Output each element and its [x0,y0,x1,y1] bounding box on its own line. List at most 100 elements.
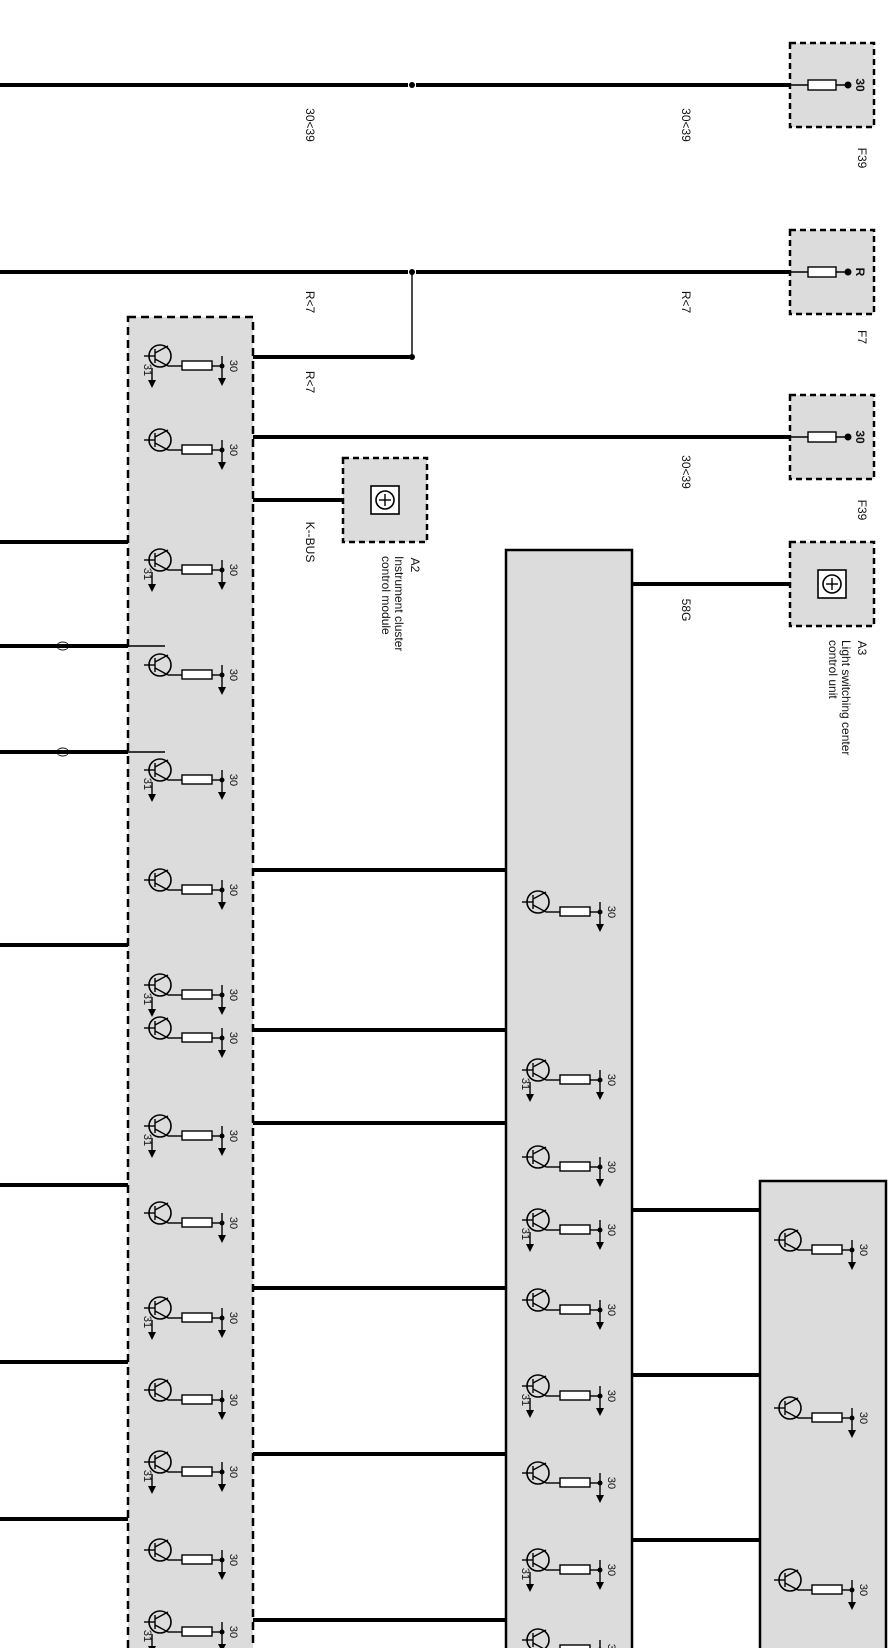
ground-arrow [148,380,156,388]
wire-label-30-39-top-right: 30<39 [679,108,693,142]
resistor [181,1394,213,1405]
transistor-stage: 30 [522,890,617,932]
terminal-30-label: 30 [227,1032,239,1044]
a2-module-box: A2 Instrument cluster control module [341,456,429,651]
resistor [559,1074,591,1085]
resistor [811,1584,843,1595]
terminal-31-label: 31 [141,993,153,1005]
terminal-31-label: 31 [519,1394,531,1406]
ground-arrow [848,1262,856,1270]
terminal-30-label: 30 [227,774,239,786]
transistor-stage: 30 [144,653,239,695]
ground-arrow [596,1495,604,1503]
ground-arrow [218,462,226,470]
fuse-terminal-label: 30 [853,430,867,444]
fuse-name-label: F7 [855,330,869,344]
resistor [181,1466,213,1477]
resistor [559,1304,591,1315]
resistor [559,1644,591,1648]
terminal-30-label: 30 [857,1412,869,1424]
resistor [559,1390,591,1401]
transistor-stage: 30 [522,1461,617,1503]
wire-label-r7-left: R<7 [303,291,317,314]
terminal-30-label: 30 [605,1224,617,1236]
resistor [559,1224,591,1235]
transistor-stage: 30 [522,1145,617,1187]
fuse-f39-mid: 30 F39 [788,393,876,521]
ground-arrow [148,1332,156,1340]
terminal-30-label: 30 [227,1217,239,1229]
transistor-stage: 30 31 [141,973,239,1017]
ground-arrow [526,1244,534,1252]
wire-label-30-39-top-left: 30<39 [303,108,317,142]
terminal-30-label: 30 [227,669,239,681]
ground-arrow [218,1572,226,1580]
ground-arrow [218,1412,226,1420]
ground-arrow [218,1484,226,1492]
wire-connector [409,354,415,360]
a2-code: A2 [408,558,422,573]
ground-arrow [218,1148,226,1156]
transistor-stage: 30 [144,1538,239,1580]
terminal-31-label: 31 [141,364,153,376]
terminal-30-label: 30 [605,1644,617,1648]
terminal-30-label: 30 [227,1130,239,1142]
transistor-stage: 30 [774,1568,869,1610]
terminal-30-label: 30 [227,1554,239,1566]
ground-arrow [148,1486,156,1494]
resistor [181,444,213,455]
ground-arrow [218,1235,226,1243]
module-middle [504,548,634,1648]
a3-name-line1: Light switching center [839,640,853,755]
ground-arrow [526,1094,534,1102]
terminal-31-label: 31 [141,1470,153,1482]
resistor [811,1412,843,1423]
transistor-stage: 30 31 [141,1296,239,1340]
resistor [181,1130,213,1141]
terminal-30-label: 30 [605,1074,617,1086]
fuse-terminal-label: R [853,268,867,277]
fuse-f7: R F7 [788,228,876,344]
resistor [181,1217,213,1228]
module-left-dashed [126,315,255,1648]
terminal-30-label: 30 [227,884,239,896]
transistor-stage: 30 [774,1396,869,1438]
ground-arrow [148,1009,156,1017]
ground-arrow [596,1408,604,1416]
ground-arrow [596,1242,604,1250]
transistor-stage: 30 [144,428,239,470]
resistor [559,1564,591,1575]
terminal-30-label: 30 [857,1244,869,1256]
ground-arrow [218,1644,226,1648]
terminal-30-label: 30 [227,1312,239,1324]
wire-label-r7-right: R<7 [679,291,693,314]
terminal-31-label: 31 [141,1630,153,1642]
transistor-stage: 30 [144,868,239,910]
transistor-stage: 30 [144,1201,239,1243]
terminal-30-label: 30 [605,906,617,918]
ground-arrow [596,1092,604,1100]
resistor [181,989,213,1000]
fuse-terminal-label: 30 [853,78,867,92]
a2-name-line2: control module [379,556,393,635]
resistor [181,564,213,575]
terminal-30-label: 30 [227,1466,239,1478]
terminal-31-label: 31 [141,568,153,580]
resistor [559,906,591,917]
resistor [181,1032,213,1043]
terminal-30-label: 30 [227,564,239,576]
ground-arrow [148,1150,156,1158]
resistor [181,884,213,895]
resistor [559,1477,591,1488]
terminal-31-label: 31 [141,1316,153,1328]
ground-arrow [848,1602,856,1610]
ground-arrow [148,584,156,592]
terminal-30-label: 30 [227,989,239,1001]
